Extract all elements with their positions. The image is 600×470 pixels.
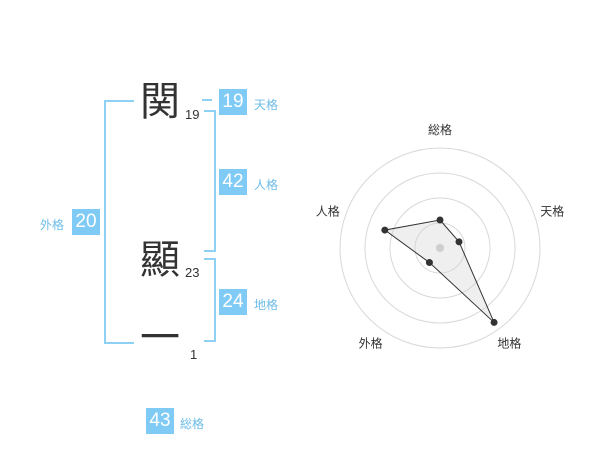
- chikaku-bracket: [204, 258, 216, 342]
- radar-point-chikaku: [490, 318, 498, 326]
- radar-label-soukaku: 総格: [428, 122, 452, 137]
- tenkaku-badge: 19: [219, 89, 247, 115]
- chikaku-label: 地格: [254, 298, 279, 312]
- jinkaku-badge: 42: [219, 169, 247, 195]
- radar-label-chikaku: 地格: [497, 335, 521, 350]
- soukaku-badge: 43: [146, 408, 174, 434]
- radar-point-jinkaku: [381, 226, 389, 234]
- radar-point-soukaku: [436, 216, 444, 224]
- radar-label-jinkaku: 人格: [316, 204, 340, 219]
- chikaku-badge: 24: [219, 289, 247, 315]
- radar-ring-4: [339, 147, 541, 349]
- name-char-2: 顯: [140, 237, 180, 283]
- radar-data-shape: [381, 216, 498, 326]
- radar-polygon: [383, 219, 495, 323]
- radar-point-gaikaku: [425, 259, 433, 267]
- name-char-1: 関: [140, 79, 180, 125]
- gaikaku-bracket: [104, 100, 134, 344]
- radar-label-gaikaku: 外格: [359, 335, 383, 350]
- radar-center-dot: [436, 244, 444, 252]
- jinkaku-label: 人格: [254, 178, 279, 192]
- stroke-count-2: 23: [185, 265, 200, 280]
- tenkaku-label: 天格: [254, 98, 279, 112]
- gaikaku-label: 外格: [40, 218, 65, 232]
- stroke-count-1: 19: [185, 107, 200, 122]
- soukaku-label: 総格: [180, 417, 205, 431]
- tenkaku-bracket: [202, 99, 212, 101]
- stroke-count-3: 1: [190, 347, 198, 362]
- radar-label-tenkaku: 天格: [540, 204, 564, 219]
- radar-ring-3: [364, 172, 516, 324]
- radar-ring-2: [389, 197, 491, 299]
- name-char-3: 一: [140, 315, 180, 361]
- gaikaku-badge: 20: [72, 209, 100, 235]
- jinkaku-bracket: [204, 110, 216, 252]
- radar-point-tenkaku: [455, 238, 463, 246]
